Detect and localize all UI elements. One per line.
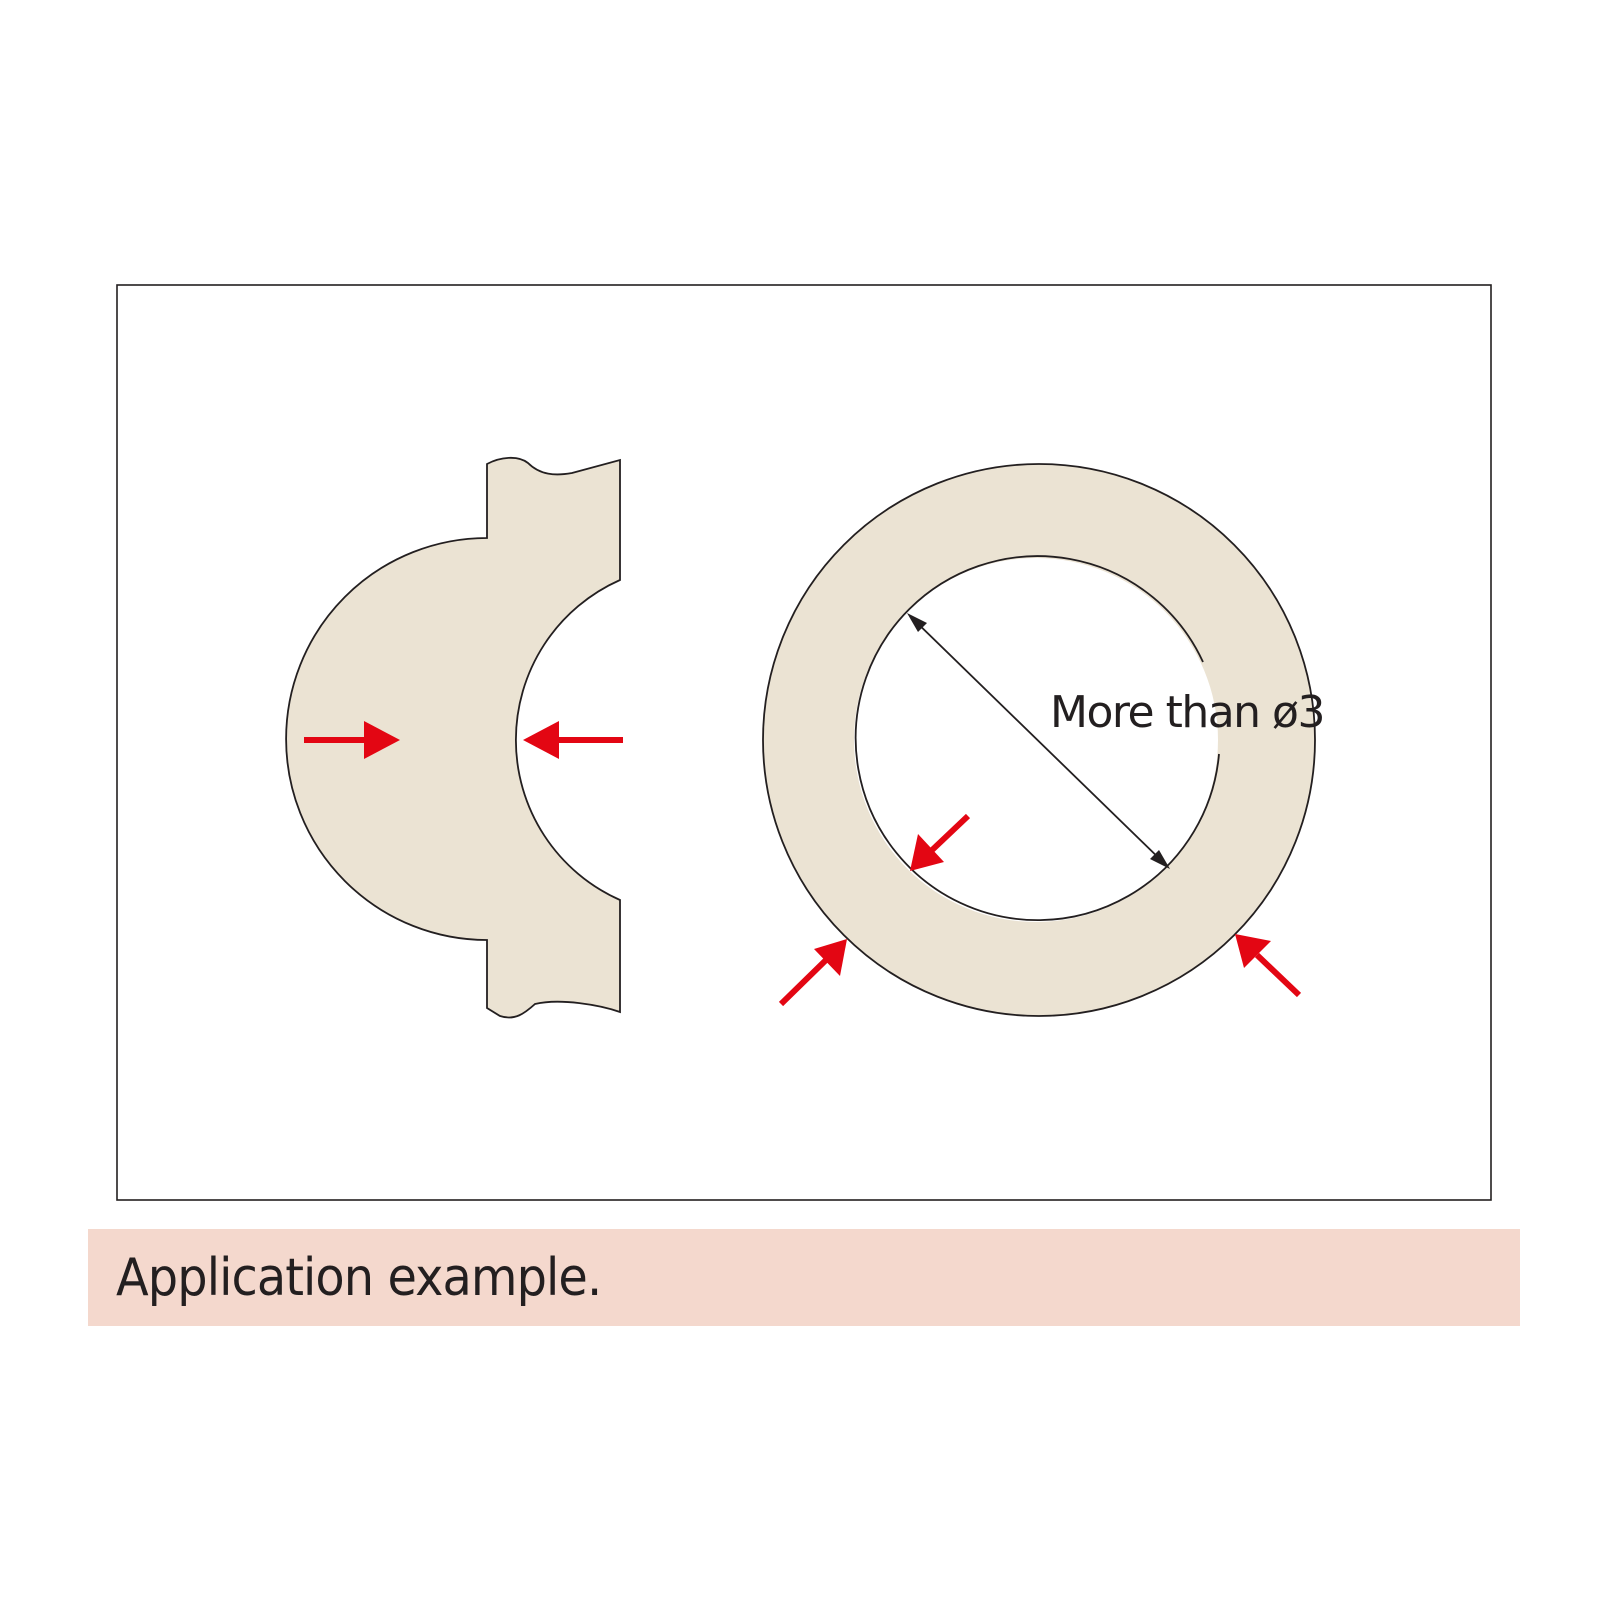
force-arrow-left-inner [523, 721, 623, 759]
dimension-arrowhead-bottom [1150, 850, 1170, 869]
force-arrow-outer-lower-right [1235, 934, 1302, 998]
ring-outer-edge [762, 463, 1316, 1017]
dimension-arrowhead-top [907, 613, 927, 632]
caption-bar: Application example. [88, 1229, 1520, 1326]
half-ring-part [285, 456, 621, 1019]
force-arrow-inner-lower-left [910, 813, 971, 871]
force-arrow-outer-lower-left [778, 939, 847, 1007]
diameter-dimension-line [909, 615, 1168, 867]
force-arrow-left-outer [304, 721, 400, 759]
diameter-label: More than ø3 [1050, 687, 1324, 738]
caption-text: Application example. [116, 1247, 602, 1308]
ring-inner-edge [854, 555, 1220, 922]
ring-part [762, 463, 1316, 1017]
